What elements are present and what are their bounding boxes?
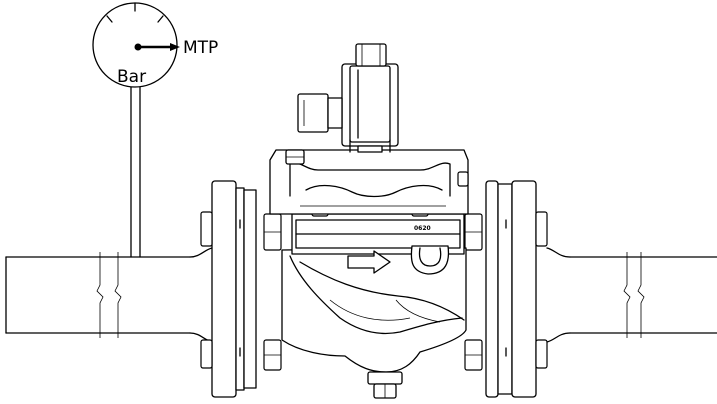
measuring-point-label: MTP [183, 38, 218, 58]
left-flange [200, 180, 282, 398]
valve-body: 0620 [281, 203, 467, 399]
gauge-unit-label: Bar [117, 67, 146, 87]
solenoid-coil-icon [297, 43, 399, 153]
right-flange [464, 180, 548, 398]
left-pipe [5, 247, 213, 343]
valve-bonnet [269, 149, 469, 215]
valve-marking: 0620 [414, 225, 431, 232]
pressure-gauge-icon: Bar [92, 2, 180, 258]
flow-direction-arrow-icon [347, 250, 391, 274]
right-pipe [546, 247, 717, 343]
